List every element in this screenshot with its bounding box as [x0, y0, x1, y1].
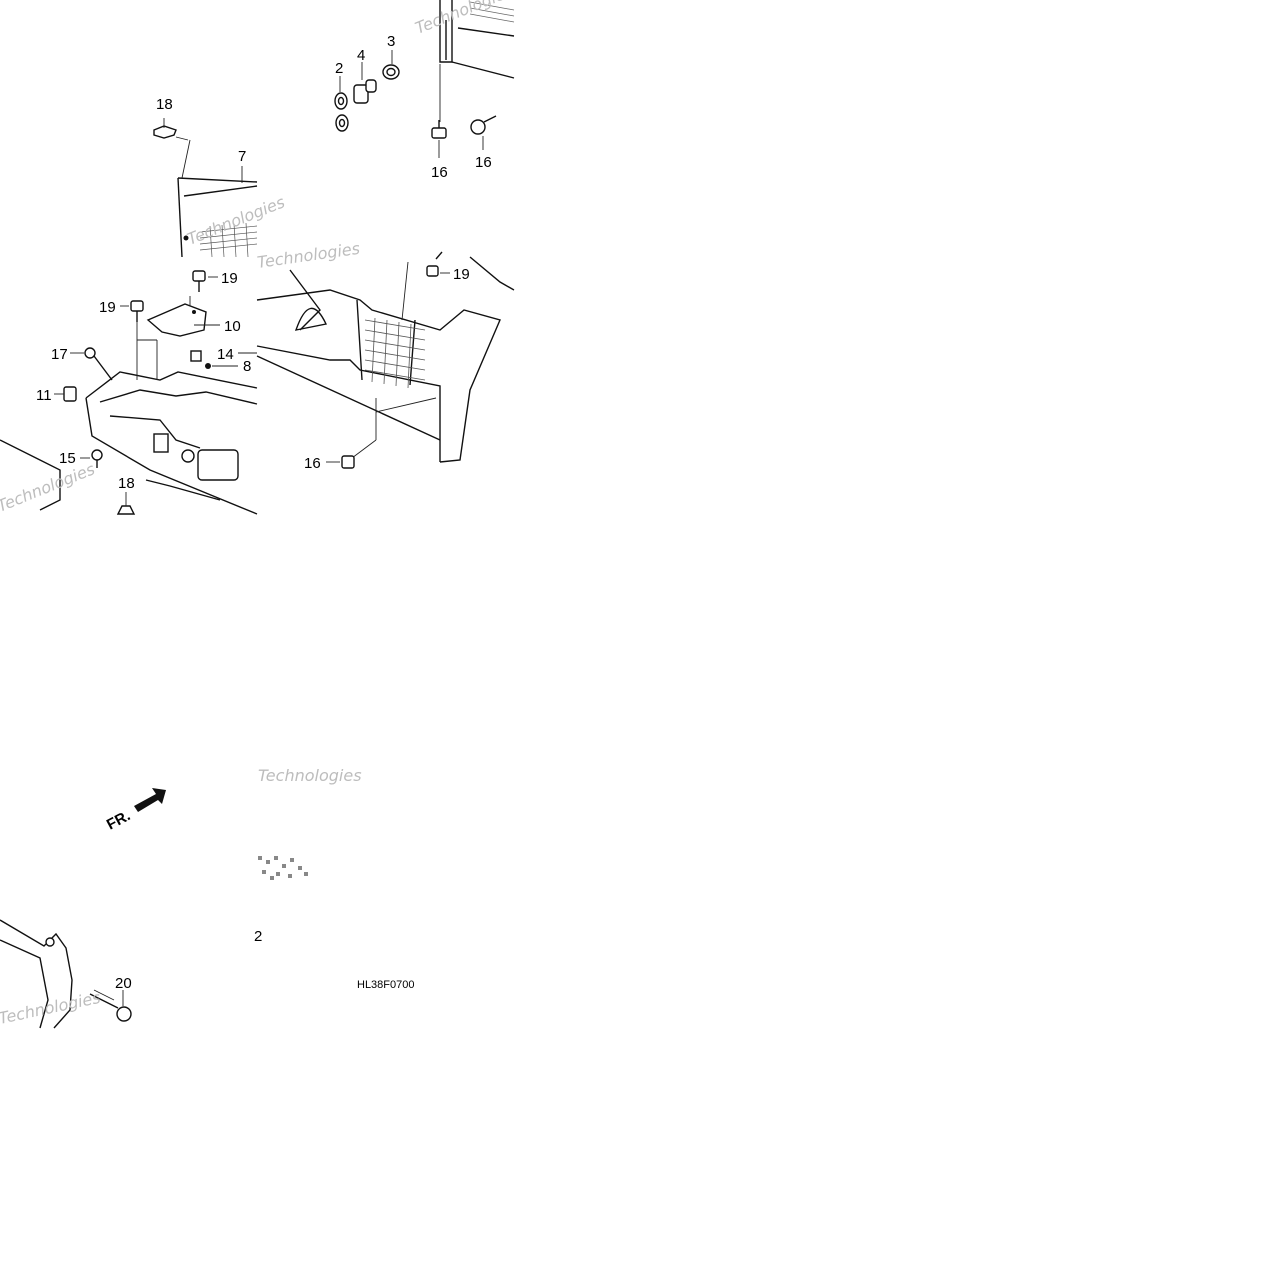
- housing-lower: [256, 256, 515, 463]
- callout-11: 11: [36, 387, 52, 404]
- part-4-fitting: [353, 62, 377, 104]
- bolt-19-top: [192, 270, 218, 292]
- tile-lower-left: FR. 20 Technologies: [0, 788, 166, 1029]
- callout-14: 14: [217, 346, 234, 363]
- callout-2: 2: [335, 60, 343, 77]
- fr-label: FR.: [104, 807, 133, 833]
- clip-18-top: [153, 118, 189, 141]
- bracket-10: [146, 296, 220, 337]
- bolt-19-left: [120, 300, 144, 322]
- part-3-ring: [382, 50, 400, 80]
- callout-15: 15: [59, 450, 76, 467]
- tile-top-middle: 2 4 3 16 16 Technolog: [334, 0, 515, 181]
- callout-18: 18: [156, 96, 173, 113]
- bolt-16-c: [326, 455, 355, 469]
- tile-top-left: 18 7 Technologies: [153, 96, 287, 258]
- bolt-15: [80, 449, 103, 468]
- callout-16: 16: [475, 154, 492, 171]
- watermark: Technologies: [258, 766, 362, 785]
- panel-fragment: [0, 439, 61, 511]
- callout-19: 19: [453, 266, 470, 283]
- callout-16: 16: [304, 455, 321, 472]
- watermark: Technologies: [412, 0, 515, 38]
- callout-7: 7: [238, 148, 246, 165]
- callout-16: 16: [431, 164, 448, 181]
- front-arrow: FR.: [104, 788, 166, 834]
- part-8: [205, 363, 238, 369]
- callout-19: 19: [221, 270, 238, 287]
- part-2-grommet: [334, 76, 349, 132]
- callout-4: 4: [357, 47, 365, 64]
- dotted-fragment: [258, 856, 308, 880]
- watermark: Technologies: [0, 988, 102, 1028]
- panel-7: [177, 139, 258, 258]
- bracket-lower: [0, 919, 119, 1029]
- callout-18: 18: [118, 475, 135, 492]
- diagram-code: HL38F0700: [357, 979, 415, 991]
- callout-20: 20: [115, 975, 132, 992]
- callout-17: 17: [51, 346, 68, 363]
- clip-18-bottom: [116, 492, 136, 515]
- callout-8: 8: [243, 358, 251, 375]
- bolt-16-b: [470, 115, 497, 150]
- clip-11: [54, 386, 77, 402]
- callout-10: 10: [224, 318, 241, 335]
- clip-14: [190, 350, 257, 362]
- bolt-16-a: [431, 120, 447, 158]
- bolt-17: [70, 347, 113, 381]
- callout-2: 2: [254, 928, 262, 945]
- tile-middle-left: 19 19 10 17 14 8 11 15 18 Technologies: [0, 270, 258, 516]
- callout-19: 19: [99, 299, 116, 316]
- bolt-19-right: [426, 251, 450, 277]
- bolt-20: [116, 990, 132, 1022]
- housing-upper: [439, 0, 515, 122]
- dash-panel: [85, 322, 258, 515]
- watermark: Technologies: [0, 459, 97, 515]
- tile-lower-center: Technologies 2 HL38F0700: [254, 766, 415, 991]
- callout-3: 3: [387, 33, 395, 50]
- tile-center: 19 16 Technologies: [256, 239, 515, 472]
- watermark: Technologies: [256, 239, 361, 272]
